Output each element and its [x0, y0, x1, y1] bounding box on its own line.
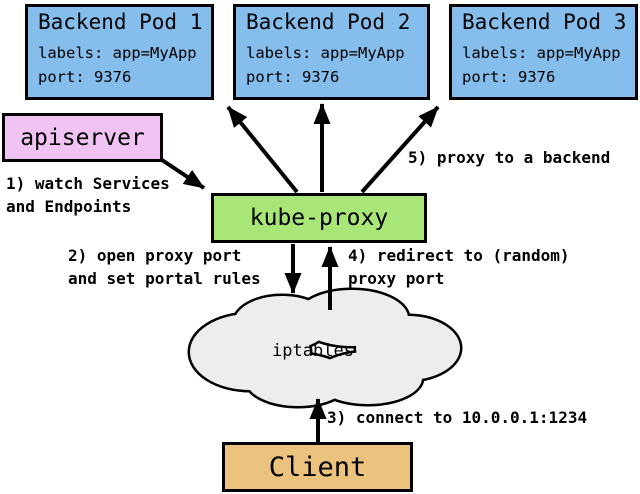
apiserver-label: apiserver	[20, 124, 145, 151]
annotation-step2-line1: 2) open proxy port	[68, 246, 242, 265]
annotation-step4-line1: 4) redirect to (random)	[348, 246, 570, 265]
backend-pod-1-port: port: 9376	[38, 68, 132, 86]
kube-proxy-box: kube-proxy	[211, 193, 427, 243]
client-box: Client	[222, 442, 413, 492]
backend-pod-1-title: Backend Pod 1	[38, 10, 203, 34]
arrow-kube-proxy-to-pod1	[226, 105, 299, 194]
backend-pod-3-box: Backend Pod 3 labels: app=MyApp port: 93…	[449, 4, 638, 100]
apiserver-box: apiserver	[2, 113, 163, 162]
client-label: Client	[268, 451, 367, 483]
backend-pod-3-port: port: 9376	[462, 68, 556, 86]
backend-pod-2-box: Backend Pod 2 labels: app=MyApp port: 93…	[233, 4, 430, 100]
annotation-step4-line2: proxy port	[348, 269, 445, 288]
backend-pod-3-title: Backend Pod 3	[462, 10, 627, 34]
backend-pod-2-title: Backend Pod 2	[246, 10, 411, 34]
annotation-step2-line2: and set portal rules	[68, 269, 261, 288]
annotation-step2: 2) open proxy port and set portal rules	[68, 244, 261, 290]
annotation-step5: 5) proxy to a backend	[408, 146, 610, 169]
iptables-label: iptables	[272, 341, 354, 361]
backend-pod-1-box: Backend Pod 1 labels: app=MyApp port: 93…	[25, 4, 214, 100]
backend-pod-3-labels: labels: app=MyApp	[462, 44, 621, 62]
backend-pod-2-port: port: 9376	[246, 68, 340, 86]
kube-proxy-label: kube-proxy	[249, 205, 389, 231]
annotation-step4: 4) redirect to (random) proxy port	[348, 244, 570, 290]
backend-pod-2-labels: labels: app=MyApp	[246, 44, 405, 62]
annotation-step1-line2: and Endpoints	[6, 197, 132, 216]
annotation-step1-line1: 1) watch Services	[6, 174, 170, 193]
annotation-step5-line1: 5) proxy to a backend	[408, 148, 611, 167]
annotation-step3-line1: 3) connect to 10.0.0.1:1234	[327, 408, 588, 427]
backend-pod-1-labels: labels: app=MyApp	[38, 44, 197, 62]
annotation-step3: 3) connect to 10.0.0.1:1234	[327, 406, 587, 429]
annotation-step1: 1) watch Services and Endpoints	[6, 172, 170, 218]
